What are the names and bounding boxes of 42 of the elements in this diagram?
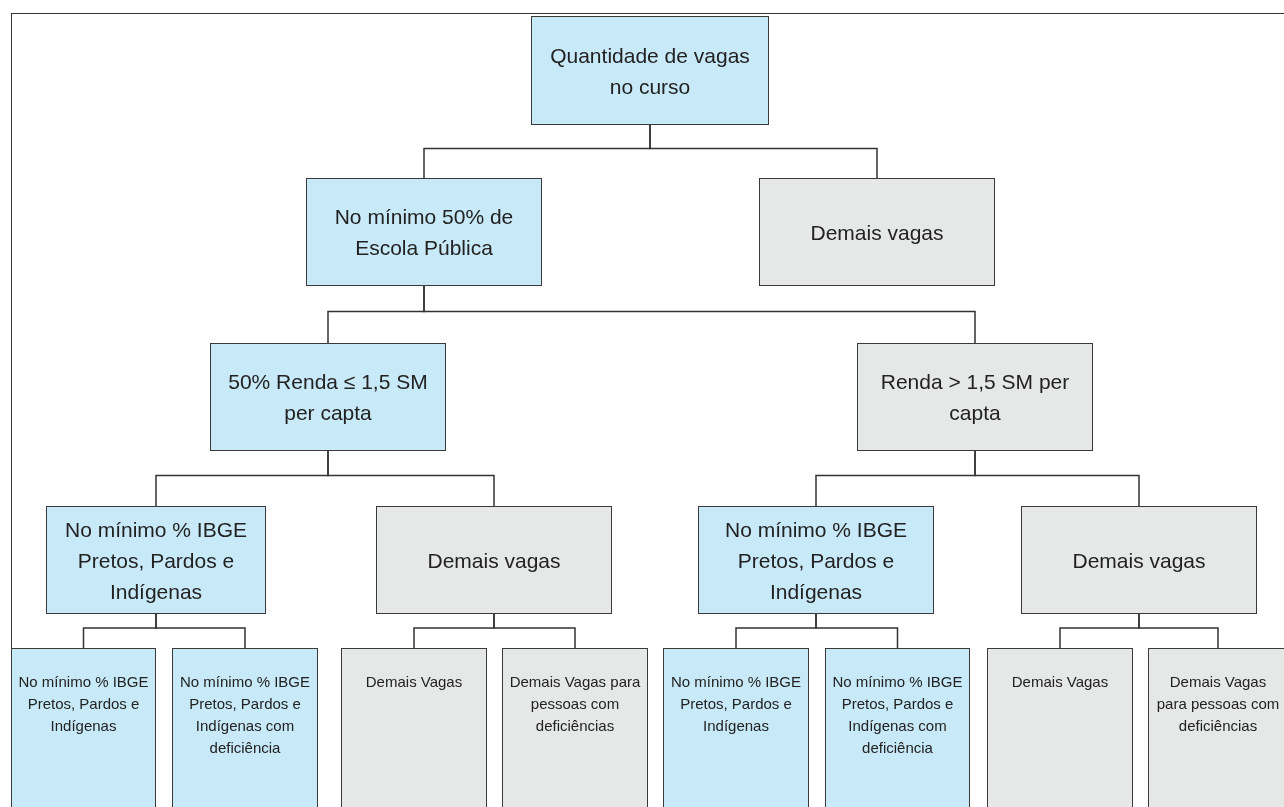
box-label: No mínimo % IBGE Pretos, Pardos e Indígenas <box>669 672 802 736</box>
process-box <box>825 648 970 807</box>
process-box <box>46 506 266 614</box>
connector-line <box>327 450 495 507</box>
process-box <box>759 178 995 286</box>
box-label: Demais vagas <box>810 219 944 246</box>
connector-line <box>493 613 576 649</box>
process-box <box>698 506 934 614</box>
box-label: No mínimo % IBGE Pretos, Pardos e Indígenas <box>17 672 150 736</box>
box-label: Demais Vagas <box>365 672 463 692</box>
connector-line <box>815 613 899 649</box>
box-label: No mínimo 50% de Escola Pública <box>333 204 515 261</box>
box-label: Renda > 1,5 SM per capta <box>879 369 1071 426</box>
box-label: No mínimo % IBGE Pretos, Pardos e Indígenas com deficiência <box>178 672 311 758</box>
box-label: No mínimo % IBGE Pretos, Pardos e Indígenas <box>723 516 909 605</box>
connector-line <box>974 450 1140 507</box>
process-box <box>11 648 156 807</box>
connector-line <box>155 613 246 649</box>
process-box <box>341 648 487 807</box>
process-box <box>306 178 542 286</box>
box-label: 50% Renda ≤ 1,5 SM per capta <box>227 369 429 426</box>
process-box <box>987 648 1133 807</box>
process-box <box>857 343 1093 451</box>
box-label: Demais Vagas <box>1011 672 1109 692</box>
process-box <box>1021 506 1257 614</box>
box-label: No mínimo % IBGE Pretos, Pardos e Indígenas <box>63 516 249 605</box>
process-box <box>376 506 612 614</box>
box-label: Demais Vagas para pessoas com deficiências <box>1155 672 1281 736</box>
connector-line <box>423 285 976 344</box>
process-box <box>502 648 648 807</box>
process-box <box>172 648 318 807</box>
connector-line <box>649 124 878 179</box>
process-box <box>663 648 809 807</box>
process-box <box>531 16 769 125</box>
box-label: Demais vagas <box>1072 547 1206 574</box>
box-label: Demais Vagas para pessoas com deficiências <box>508 672 642 736</box>
box-label: No mínimo % IBGE Pretos, Pardos e Indígenas com deficiência <box>831 672 964 758</box>
box-label: Demais vagas <box>427 547 561 574</box>
connector-line <box>1138 613 1219 649</box>
box-label: Quantidade de vagas no curso <box>549 42 751 100</box>
process-box <box>210 343 446 451</box>
process-box <box>1148 648 1284 807</box>
